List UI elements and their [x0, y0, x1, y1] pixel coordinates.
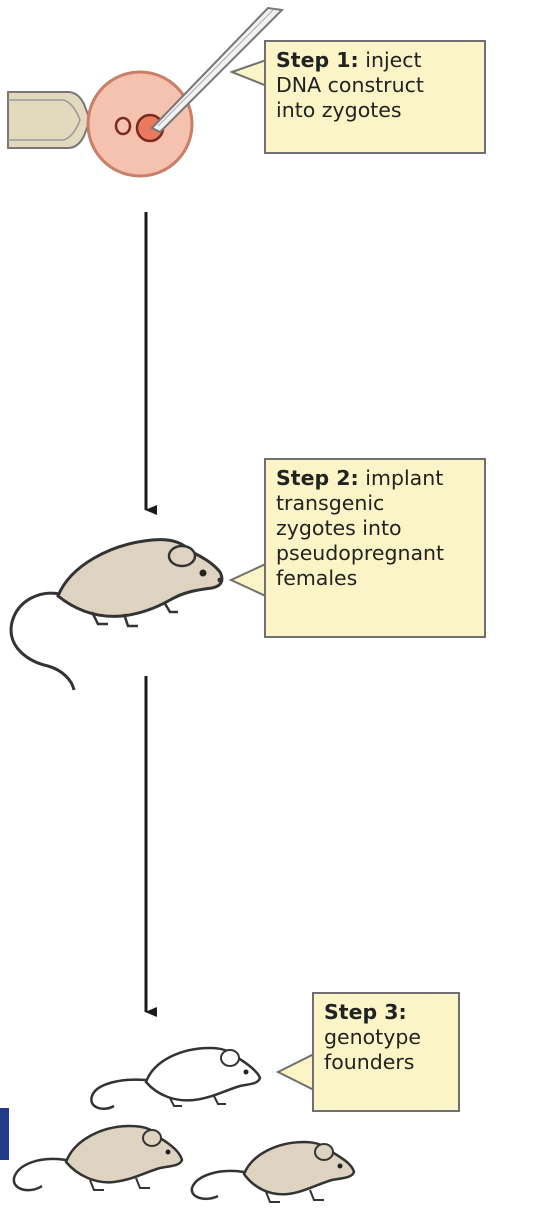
step-3-label: Step 3: — [324, 1000, 450, 1025]
step-1-text-line: into zygotes — [276, 98, 476, 123]
step-1-label: Step 1: — [276, 48, 359, 72]
mouse-icon — [192, 1142, 354, 1202]
step-1-text-line: inject — [365, 48, 421, 72]
step-3-text-line: founders — [324, 1050, 450, 1075]
step-2-text-line: females — [276, 566, 476, 591]
mouse-icon — [11, 540, 222, 690]
zygote-icon — [88, 72, 192, 176]
step-3-text-line: genotype — [324, 1025, 450, 1050]
holding-pipette-icon — [8, 92, 90, 148]
step-3-callout: Step 3: genotype founders — [312, 992, 460, 1112]
mouse-icon — [14, 1126, 182, 1190]
accent-tab — [0, 1108, 9, 1160]
step-2-text-line: transgenic — [276, 491, 476, 516]
mouse-icon — [91, 1048, 260, 1109]
step-2-text-line: implant — [365, 466, 443, 490]
step-1-callout: Step 1: inject DNA construct into zygote… — [264, 40, 486, 154]
step-2-callout: Step 2: implant transgenic zygotes into … — [264, 458, 486, 638]
callout-pointer-3 — [278, 1054, 314, 1090]
step-2-label: Step 2: — [276, 466, 359, 490]
step-2-text-line: pseudopregnant — [276, 541, 476, 566]
step-2-text-line: zygotes into — [276, 516, 476, 541]
step-1-text-line: DNA construct — [276, 73, 476, 98]
